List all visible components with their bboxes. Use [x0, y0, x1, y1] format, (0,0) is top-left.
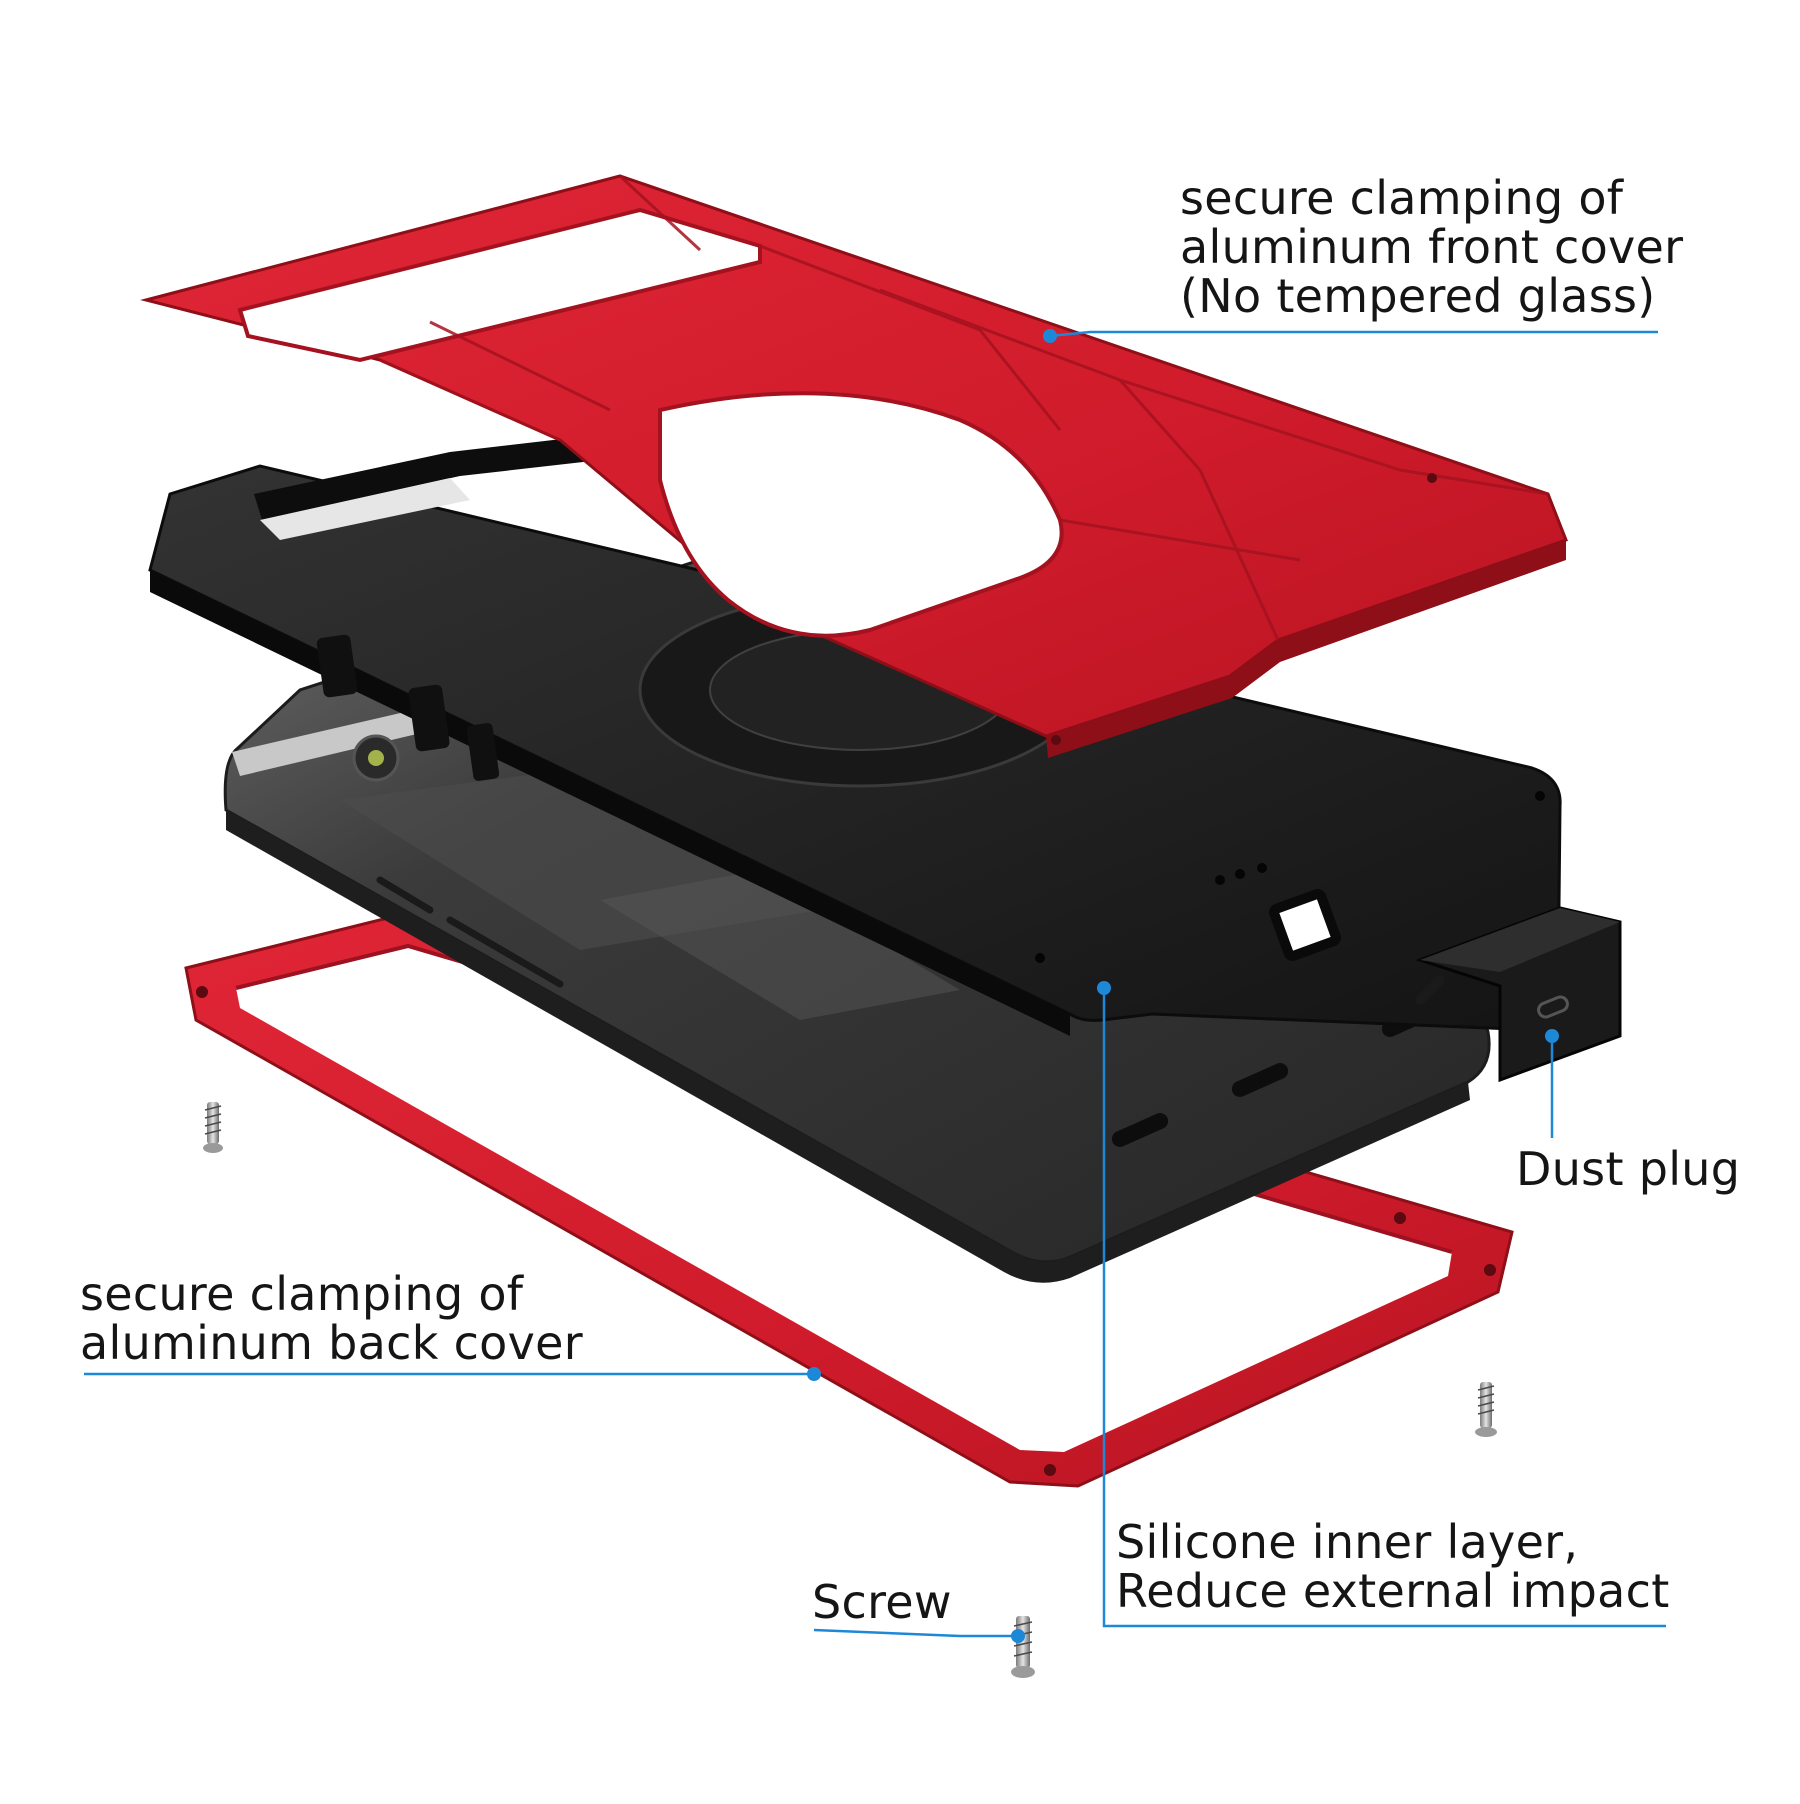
screw-icon	[203, 1102, 223, 1153]
callout-line: aluminum front cover	[1180, 220, 1684, 274]
leader-dots	[807, 329, 1559, 1643]
silicone-layer-callout: Silicone inner layer, Reduce external im…	[1116, 1518, 1670, 1616]
screw-icon	[1475, 1382, 1497, 1437]
aluminum-front-cover	[140, 174, 1568, 758]
callout-line: aluminum back cover	[80, 1316, 583, 1370]
screw-icon	[1011, 1616, 1035, 1678]
back-cover-callout: secure clamping of aluminum back cover	[80, 1270, 583, 1368]
callout-line: (No tempered glass)	[1180, 269, 1656, 323]
callout-line: secure clamping of	[1180, 171, 1624, 225]
callout-line: secure clamping of	[80, 1267, 524, 1321]
callout-line: Reduce external impact	[1116, 1564, 1670, 1618]
callout-line: Screw	[812, 1575, 952, 1629]
screw-callout: Screw	[812, 1578, 952, 1627]
callout-line: Silicone inner layer,	[1116, 1515, 1579, 1569]
leader-lines	[84, 330, 1666, 1638]
dust-plug-callout: Dust plug	[1516, 1145, 1740, 1194]
front-cover-callout: secure clamping of aluminum front cover …	[1180, 174, 1683, 321]
dust-plug-icon	[1415, 906, 1622, 1083]
callout-line: Dust plug	[1516, 1142, 1741, 1196]
